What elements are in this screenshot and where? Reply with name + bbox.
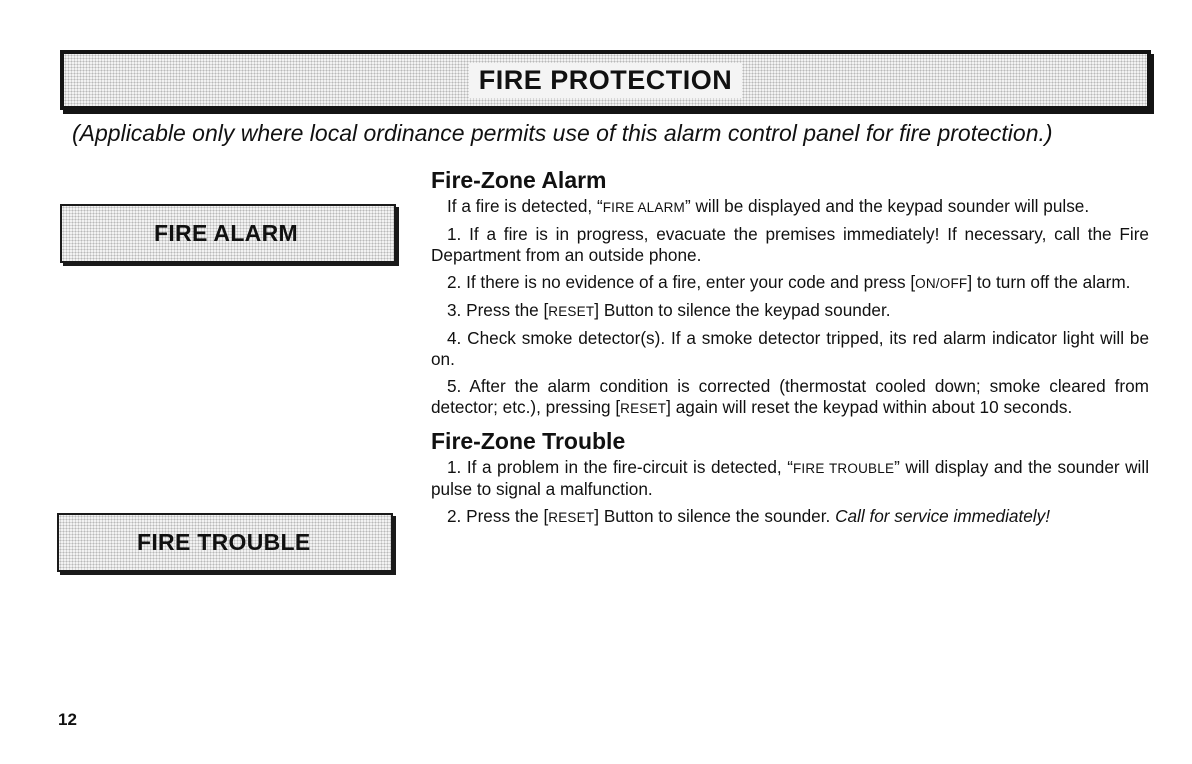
- alarm-step-4: 4. Check smoke detector(s). If a smoke d…: [431, 328, 1149, 369]
- section-title: FIRE PROTECTION: [468, 62, 743, 98]
- page-number: 12: [58, 710, 77, 729]
- alarm-step-1: 1. If a fire is in progress, evacuate th…: [431, 224, 1149, 265]
- instructions-column: Fire-Zone Alarm If a fire is detected, “…: [431, 166, 1149, 534]
- display-message: FIRE TROUBLE: [792, 461, 895, 476]
- fire-trouble-display-box: FIRE TROUBLE: [57, 513, 393, 572]
- fire-zone-trouble-heading: Fire-Zone Trouble: [431, 428, 626, 454]
- fire-alarm-display-label: FIRE ALARM: [154, 220, 298, 246]
- display-message: FIRE ALARM: [602, 200, 685, 215]
- trouble-step-1: 1. If a problem in the fire-circuit is d…: [431, 457, 1150, 499]
- alarm-step-2: 2. If there is no evidence of a fire, en…: [447, 272, 1131, 292]
- alarm-step-5: 5. After the alarm condition is correcte…: [431, 376, 1149, 417]
- fire-zone-alarm-intro: If a fire is detected, “FIRE ALARM” will…: [447, 196, 1090, 216]
- applicability-note: (Applicable only where local ordinance p…: [72, 120, 1053, 146]
- alarm-step-3: 3. Press the [RESET] Button to silence t…: [447, 300, 891, 320]
- fire-trouble-display-label: FIRE TROUBLE: [137, 529, 311, 555]
- key-name: RESET: [548, 510, 595, 525]
- fire-zone-alarm-heading: Fire-Zone Alarm: [431, 167, 607, 193]
- key-name: ON/OFF: [915, 276, 968, 291]
- fire-alarm-display-box: FIRE ALARM: [60, 204, 396, 263]
- key-name: RESET: [620, 401, 667, 416]
- section-banner: FIRE PROTECTION: [60, 50, 1151, 110]
- service-emphasis: Call for service immediately!: [835, 506, 1050, 526]
- trouble-step-2: 2. Press the [RESET] Button to silence t…: [447, 506, 1050, 526]
- key-name: RESET: [548, 304, 595, 319]
